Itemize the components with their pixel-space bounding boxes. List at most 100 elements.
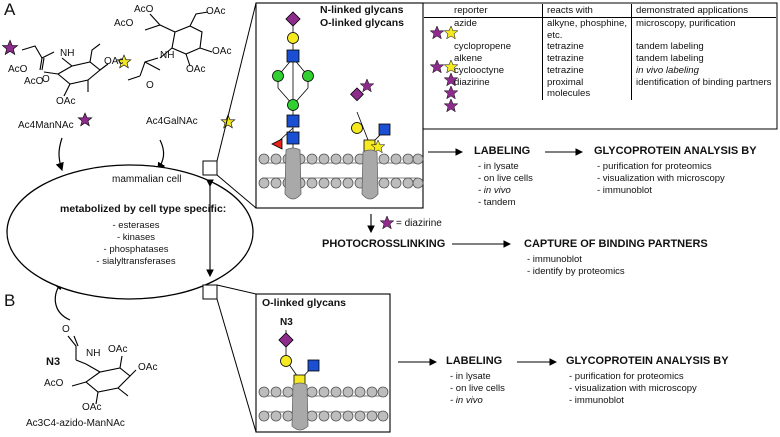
o-glycan-a [350, 87, 391, 152]
table-header: reacts with [542, 4, 632, 18]
compound-name-galnac: Ac4GalNAc [146, 116, 198, 127]
zoom-square-b [202, 284, 218, 300]
labeling-b-title: LABELING [446, 355, 503, 367]
table-header: demonstrated applications [631, 4, 776, 18]
zoom-line [216, 174, 257, 209]
list-item: - tandem [478, 197, 516, 209]
cell-ellipse [6, 164, 254, 300]
table-row: alkene tetrazine tandem labeling [424, 53, 776, 65]
list-item: - immunoblot [527, 254, 582, 265]
atom-label-aco: AcO [114, 18, 134, 29]
atom-label-aco: AcO [44, 378, 64, 389]
purple-star-icon [1, 39, 19, 55]
table-row: cyclopropene tetrazine tandem labeling [424, 41, 776, 54]
zoom-line [216, 284, 257, 295]
reporter-cell: diazirine [424, 76, 543, 100]
capture-title: CAPTURE OF BINDING PARTNERS [524, 238, 708, 250]
labeling-b-list: - in lysate - on live cells - in vivo [450, 371, 505, 407]
list-item: - identify by proteomics [527, 266, 625, 278]
reporter-cell: cyclopropene [424, 41, 543, 54]
list-item: - on live cells [450, 383, 505, 395]
enzyme-item: - sialyltransferases [96, 256, 176, 268]
diazirine-note: = diazirine [396, 218, 442, 229]
compound-name-mannac: Ac4ManNAc [18, 120, 74, 131]
atom-label-nh: NH [86, 348, 101, 359]
capture-list: - immunoblot - identify by proteomics [527, 254, 625, 278]
manNAc-structure [21, 43, 109, 97]
atom-label-oac: OAc [138, 362, 158, 373]
zoom-line [216, 298, 257, 433]
atom-label-oac: OAc [212, 46, 232, 57]
zoom-line [216, 2, 257, 162]
purple-star-icon [379, 215, 395, 230]
reacts-cell: tetrazine [542, 41, 632, 54]
labeling-a-title: LABELING [474, 145, 531, 157]
enzyme-item: - phosphatases [103, 244, 169, 256]
metabolized-title: metabolized by cell type specific: [60, 203, 227, 215]
uptake-arrow [55, 137, 64, 172]
list-item: - in vivo [478, 185, 511, 197]
table-header-row: reporter reacts with demonstrated applic… [424, 4, 776, 18]
galNAc-structure [127, 11, 213, 81]
list-item: - in lysate [450, 371, 491, 382]
compound-name-azido-mannac: Ac3C4-azido-ManNAc [26, 418, 125, 429]
table-row: diazirine proximal molecules identificat… [424, 76, 776, 100]
reporter-table: reporter reacts with demonstrated applic… [424, 4, 776, 100]
reporter-cell: alkene [424, 53, 543, 65]
atom-label-o: O [62, 324, 70, 335]
apps-cell: in vivo labeling [636, 64, 699, 76]
list-item: - purification for proteomics [597, 161, 712, 172]
glycan-b-title: O-linked glycans [262, 297, 347, 309]
enzyme-list: - esterases - kinases - phosphatases - s… [88, 220, 184, 269]
glycan-b-n3: N3 [280, 317, 293, 328]
atom-label-oac: OAc [186, 64, 206, 75]
atom-label-oac: OAc [108, 344, 128, 355]
list-item: - in lysate [478, 161, 519, 172]
list-item: - visualization with microscopy [569, 383, 697, 395]
list-item: - immunoblot [597, 185, 652, 197]
reporter-cell: cyclooctyne [424, 64, 543, 77]
o-glycan-b [278, 330, 320, 387]
atom-label-oac: OAc [206, 6, 226, 17]
list-item: - purification for proteomics [569, 371, 684, 382]
atom-label-aco: AcO [134, 4, 154, 15]
list-item: - on live cells [478, 173, 533, 185]
analysis-b-title: GLYCOPROTEIN ANALYSIS BY [566, 355, 729, 367]
apps-cell: tandem labeling [636, 41, 704, 53]
apps-cell: microscopy, purification [636, 18, 736, 29]
table-row: cyclooctyne tetrazine in vivo labeling [424, 64, 776, 77]
analysis-a-list: - purification for proteomics - visualiz… [597, 161, 725, 197]
azido-manNAc-structure [67, 335, 137, 405]
glycan-box-a [255, 2, 424, 209]
apps-cell: identification of binding partners [636, 76, 772, 88]
atom-label-nh: NH [160, 50, 175, 61]
atom-label-oac: OAc [82, 402, 102, 413]
enzyme-item: - kinases [116, 232, 155, 244]
reacts-cell: proximal molecules [542, 76, 632, 100]
atom-label-oac: OAc [56, 96, 76, 107]
panel-label-a: A [4, 0, 16, 19]
reacts-cell: tetrazine [542, 53, 632, 65]
table-header: reporter [424, 4, 543, 18]
zoom-square-a [202, 160, 218, 176]
analysis-b-list: - purification for proteomics - visualiz… [569, 371, 697, 407]
atom-label-o: O [42, 74, 50, 85]
analysis-a-title: GLYCOPROTEIN ANALYSIS BY [594, 145, 757, 157]
reacts-cell: tetrazine [542, 64, 632, 77]
glycan-title-o: O-linked glycans [320, 17, 405, 29]
n-glycan [271, 11, 314, 150]
atom-label-oac: OAc [104, 56, 124, 67]
photocrosslinking-label: PHOTOCROSSLINKING [322, 238, 446, 250]
membrane-b [258, 382, 389, 431]
glycan-box-b [255, 293, 391, 433]
atom-label-nh: NH [60, 48, 75, 59]
panel-label-b: B [4, 291, 16, 310]
apps-cell: tandem labeling [636, 53, 704, 65]
atom-label-aco: AcO [24, 76, 44, 87]
purple-star-icon [443, 98, 459, 113]
membrane-a [258, 147, 424, 200]
reacts-cell: alkyne, phosphine, etc. [542, 17, 632, 42]
table-row: azide alkyne, phosphine, etc. microscopy… [424, 17, 776, 42]
reporter-cell: azide [424, 17, 543, 42]
